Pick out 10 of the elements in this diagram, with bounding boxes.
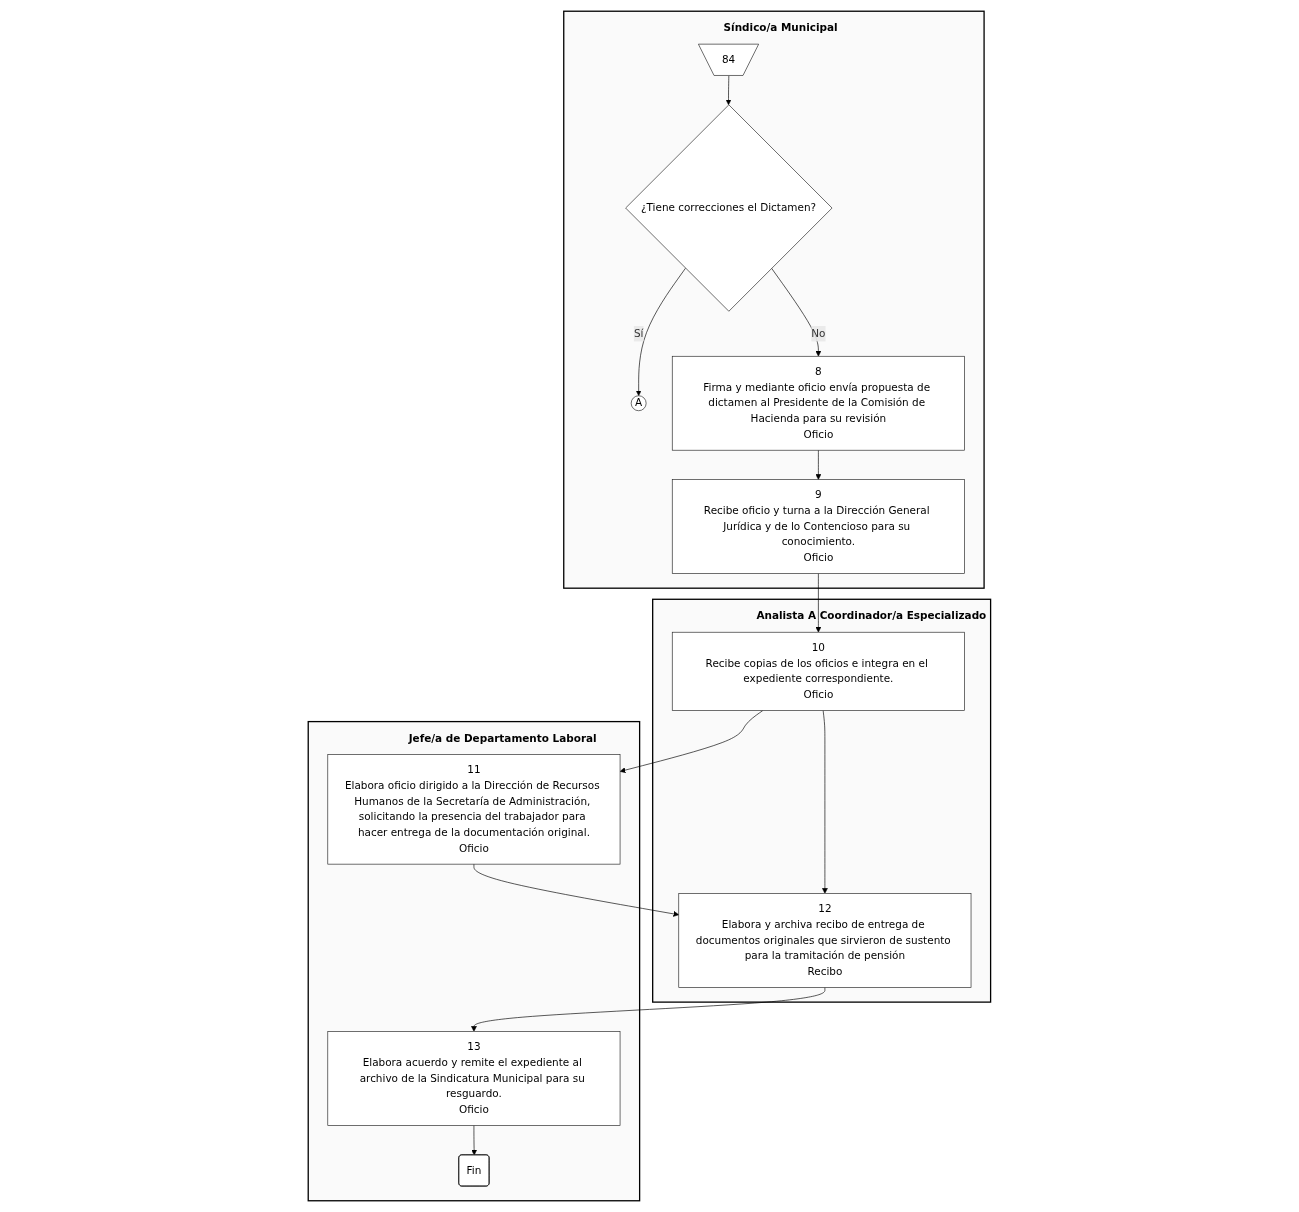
node-box: 12 Elabora y archiva recibo de entrega de documentos originales que sirvieron de sustento para la tramitación de pensión Recibo xyxy=(678,893,972,988)
node-box: 9 Recibe oficio y turna a la Dirección General Jurídica y de lo Contencioso para su conocimiento. Oficio xyxy=(672,479,965,574)
edge-label: Sí xyxy=(633,327,644,340)
edge-label: No xyxy=(811,327,826,340)
node-box: 10 Recibe copias de los oficios e integra en el expediente correspondiente. Oficio xyxy=(672,631,965,711)
node-box: 13 Elabora acuerdo y remite el expediente al archivo de la Sindicatura Municipal para su resguardo. Oficio xyxy=(327,1031,621,1126)
node-box: 11 Elabora oficio dirigido a la Dirección de Recursos Humanos de la Secretaría de Administración, solicitando la presencia del trabajador para hacer entrega de la documentación original. Oficio xyxy=(327,754,621,865)
node-box: 8 Firma y mediante oficio envía propuesta de dictamen al Presidente de la Comisión de Hacienda para su revisión Oficio xyxy=(672,355,965,451)
node-circle: A xyxy=(630,395,647,412)
node-diamond: ¿Tiene correcciones el Dictamen? xyxy=(625,104,833,312)
